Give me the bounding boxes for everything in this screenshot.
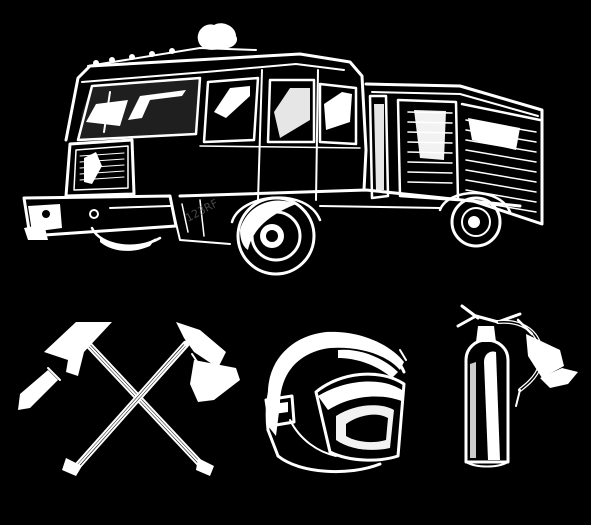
firefighter-helmet-icon xyxy=(264,331,407,473)
fire-truck-icon xyxy=(22,23,544,276)
crossed-axes-icon xyxy=(18,322,240,476)
fire-extinguisher-icon xyxy=(456,304,578,468)
